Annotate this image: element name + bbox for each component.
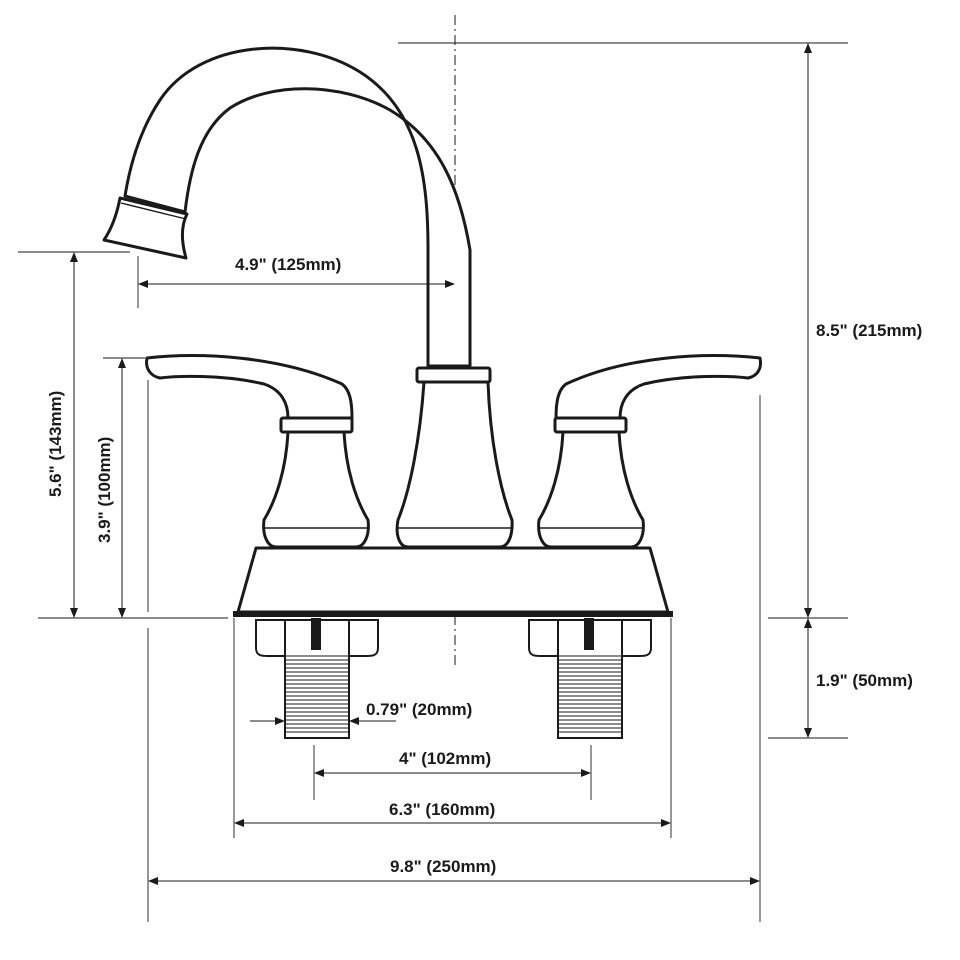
- right-handle-collar: [553, 416, 628, 434]
- base-width-arrow-right: [661, 819, 671, 827]
- overall-width-arrow-left: [148, 877, 158, 885]
- shank-diameter-arrow-right: [349, 717, 359, 725]
- shank-length-arrow-bottom: [804, 728, 812, 738]
- handle-height-label: 3.9" (100mm): [95, 436, 114, 543]
- base-width-arrow-left: [234, 819, 244, 827]
- handle-height-arrow-bottom: [118, 608, 126, 618]
- right-shank-pin: [584, 618, 594, 650]
- center-spacing-arrow-right: [581, 769, 591, 777]
- spout-reach-label: 4.9" (125mm): [235, 255, 342, 274]
- left-shank-threads: [286, 655, 348, 733]
- right-shank-threads: [559, 655, 621, 733]
- spout-reach-arrow-left: [138, 280, 148, 288]
- spout-body: [395, 380, 514, 549]
- handle-height-arrow-top: [118, 358, 126, 368]
- total-height-arrow-top: [804, 43, 812, 53]
- aerator-ring: [120, 202, 187, 220]
- left-handle-collar: [279, 416, 354, 434]
- faucet-base: [236, 546, 670, 614]
- spout-collar: [415, 366, 492, 384]
- shank-length-label: 1.9" (50mm): [816, 671, 913, 690]
- shank-diameter-label: 0.79" (20mm): [366, 700, 473, 719]
- spout-height-arrow-bottom: [70, 608, 78, 618]
- spout-reach-arrow-right: [445, 280, 455, 288]
- spout-height-label: 5.6" (143mm): [46, 390, 65, 497]
- spout-aerator: [102, 196, 189, 260]
- right-handle-lever: [554, 354, 762, 420]
- center-spacing-label: 4" (102mm): [399, 749, 492, 768]
- right-handle-body: [537, 430, 645, 549]
- total-height-arrow-bottom: [804, 608, 812, 618]
- base-width-label: 6.3" (160mm): [389, 800, 496, 819]
- overall-width-arrow-right: [750, 877, 760, 885]
- shank-length-arrow-top: [804, 618, 812, 628]
- left-shank-pin: [311, 618, 321, 650]
- base-plate: [233, 611, 673, 617]
- shank-diameter-arrow-left: [275, 717, 285, 725]
- total-height-label: 8.5" (215mm): [816, 321, 923, 340]
- overall-width-label: 9.8" (250mm): [390, 857, 497, 876]
- left-handle-body: [262, 430, 370, 549]
- spout: [123, 46, 472, 368]
- spout-height-arrow-top: [70, 252, 78, 262]
- left-handle-lever: [145, 354, 354, 420]
- center-spacing-arrow-left: [314, 769, 324, 777]
